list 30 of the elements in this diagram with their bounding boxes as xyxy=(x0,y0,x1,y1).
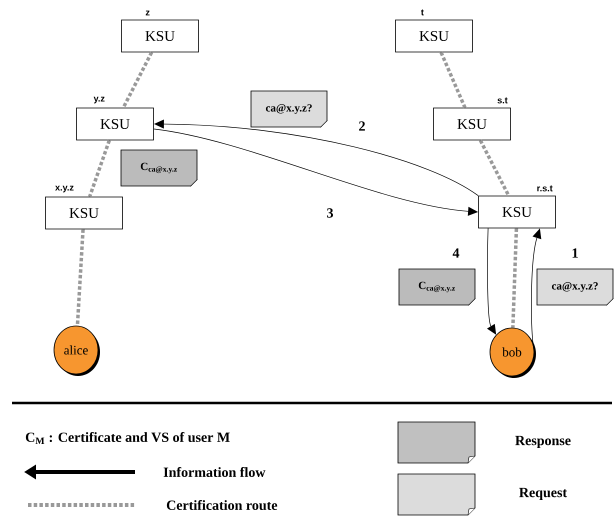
step-number: 1 xyxy=(570,247,580,259)
domain-label: t xyxy=(421,9,424,16)
ksu-box: KSU xyxy=(76,108,154,140)
legend-text: Certification route xyxy=(166,500,278,510)
message-note: ca@x.y.z? xyxy=(536,268,614,306)
domain-label: r.s.t xyxy=(537,185,553,192)
certification-route xyxy=(439,52,467,108)
ksu-box: KSU xyxy=(478,196,556,228)
step-number: 2 xyxy=(358,120,366,132)
legend-text: Response xyxy=(515,436,571,448)
step-number: 4 xyxy=(452,247,460,259)
message-note: C$_{ca@x.y.z}$ xyxy=(120,150,198,187)
legend-text: Request xyxy=(519,488,568,500)
certification-route xyxy=(478,140,510,196)
legend-note: C$_{M}$ : Certificate and VS of user M xyxy=(26,432,230,444)
certification-route xyxy=(122,52,154,108)
ksu-box: KSU xyxy=(433,108,511,140)
certification-route xyxy=(76,229,85,326)
domain-label: x.y.z xyxy=(55,186,74,192)
message-note: C$_{ca@x.y.z}$ xyxy=(398,268,476,306)
certification-route xyxy=(511,228,518,328)
ksu-box: KSU xyxy=(45,196,123,230)
step-number: 3 xyxy=(326,207,334,219)
message-note: ca@x.y.z? xyxy=(250,90,328,128)
ksu-box: KSU xyxy=(121,20,199,52)
legend-text: Information flow xyxy=(164,466,266,477)
domain-label: y.z xyxy=(94,96,105,104)
ksu-box: KSU xyxy=(395,20,473,52)
domain-label: z xyxy=(146,10,150,16)
domain-label: s.t xyxy=(498,97,508,104)
